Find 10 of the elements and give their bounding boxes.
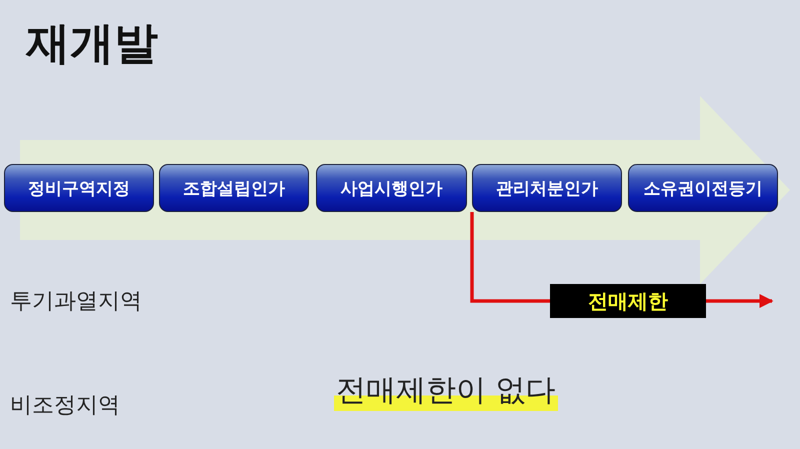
arrow (706, 294, 774, 308)
title: 재개발 (26, 17, 158, 71)
label: 투기과열지역 (10, 288, 142, 316)
step-box: 조합설립인가 (159, 164, 309, 212)
step-box: 정비구역지정 (4, 164, 154, 212)
step-box: 관리처분인가 (472, 164, 622, 212)
step-box: 사업시행인가 (316, 164, 467, 212)
label: 비조정지역 (10, 392, 120, 420)
step-box: 소유권이전등기 (628, 164, 778, 212)
restriction-tag: 전매제한 (550, 284, 706, 318)
